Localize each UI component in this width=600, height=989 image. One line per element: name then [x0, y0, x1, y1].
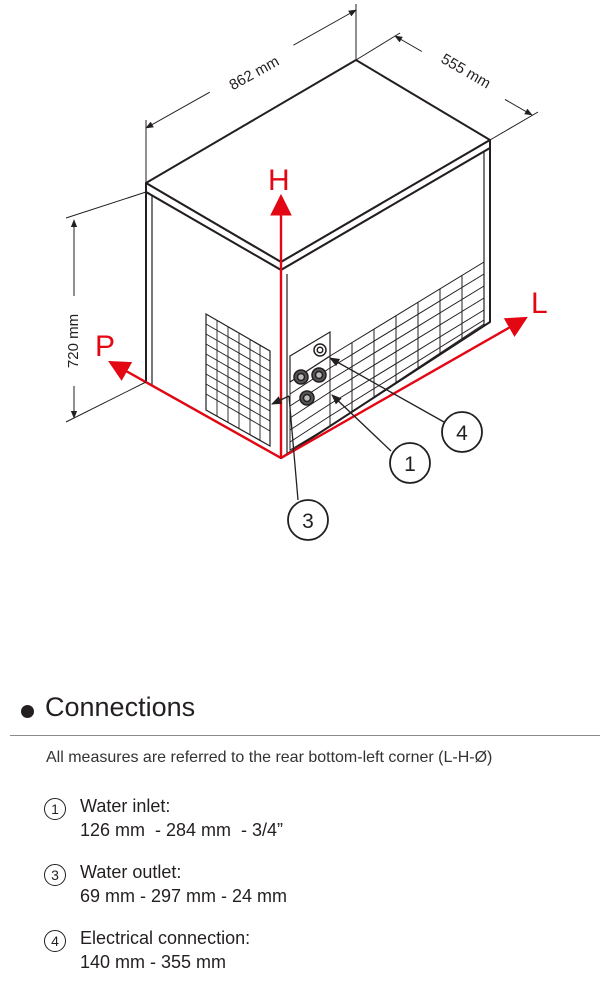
connection-values: 126 mm - 284 mm - 3/4”: [80, 820, 284, 840]
bullet-icon: [21, 705, 34, 718]
connectors: [293, 343, 327, 406]
left-grille: [205, 312, 271, 448]
connections-section: Connections All measures are referred to…: [0, 690, 600, 972]
cabinet: [145, 59, 491, 459]
callout-leaders: [271, 357, 445, 501]
connection-label: Water outlet:: [80, 862, 182, 882]
drain-connector: [299, 390, 315, 406]
connection-number: 3: [44, 864, 66, 886]
axes: [108, 193, 528, 460]
svg-text:3: 3: [302, 510, 314, 533]
divider: [10, 735, 600, 736]
connection-number: 4: [44, 930, 66, 952]
axis-p-label: P: [95, 330, 115, 363]
connection-label: Electrical connection:: [80, 928, 251, 948]
connection-values: 69 mm - 297 mm - 24 mm: [80, 886, 288, 906]
reference-note: All measures are referred to the rear bo…: [46, 749, 493, 766]
axis-h-label: H: [268, 164, 290, 197]
machine-diagram: H L P 862 mm 555 mm 720 mm 1 4 3: [65, 4, 548, 541]
svg-text:4: 4: [456, 422, 468, 445]
dimension-height: 720 mm: [65, 314, 82, 368]
section-title: Connections: [45, 692, 196, 722]
electrical-connector: [313, 343, 327, 357]
axis-l-label: L: [531, 287, 548, 320]
svg-text:1: 1: [404, 453, 416, 476]
callout-4: 4: [441, 411, 483, 453]
right-grille: [289, 261, 485, 451]
callout-3: 3: [287, 499, 329, 541]
water-outlet-connector: [293, 369, 309, 385]
axis-l-line: [280, 316, 528, 460]
water-inlet-connector: [311, 367, 327, 383]
section-header: Connections: [0, 690, 600, 736]
connection-label: Water inlet:: [80, 796, 171, 816]
connection-values: 140 mm - 355 mm: [80, 952, 227, 972]
connection-number: 1: [44, 798, 66, 820]
axis-p-line: [108, 360, 282, 460]
callout-1: 1: [389, 442, 431, 484]
